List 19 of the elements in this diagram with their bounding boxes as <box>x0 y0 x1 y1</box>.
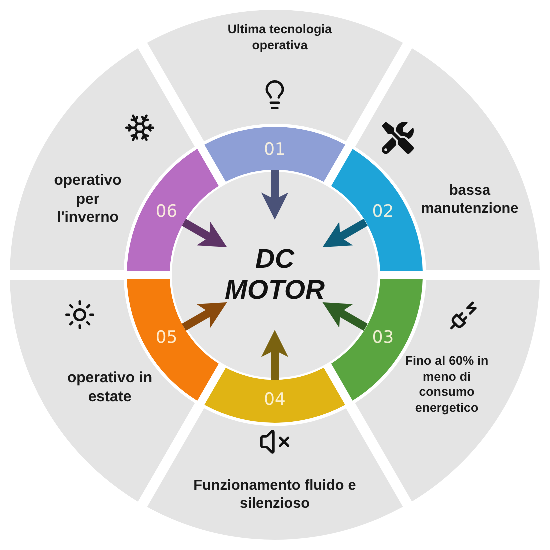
arrow <box>182 219 228 248</box>
arrow <box>261 170 289 220</box>
arrow <box>322 302 368 331</box>
step-number: 03 <box>372 328 394 348</box>
step-number: 06 <box>156 202 178 222</box>
arrow <box>261 330 289 380</box>
step-number: 05 <box>156 328 178 348</box>
feature-text: operativo per l'inverno <box>53 172 123 228</box>
arrow <box>322 219 368 248</box>
feature-text: Funzionamento fluido e silenzioso <box>192 476 358 514</box>
feature-text: bassa manutenzione <box>420 182 520 218</box>
title-text: DC MOTOR <box>224 244 326 306</box>
feature-text: operativo in estate <box>66 369 154 407</box>
step-number: 02 <box>372 202 394 222</box>
feature-text: Ultima tecnologia operativa <box>226 22 334 54</box>
step-number: 01 <box>264 140 286 160</box>
arrow <box>182 302 228 331</box>
step-number: 04 <box>264 390 286 410</box>
feature-text: Fino al 60% in meno di consumo energetico <box>405 354 489 416</box>
